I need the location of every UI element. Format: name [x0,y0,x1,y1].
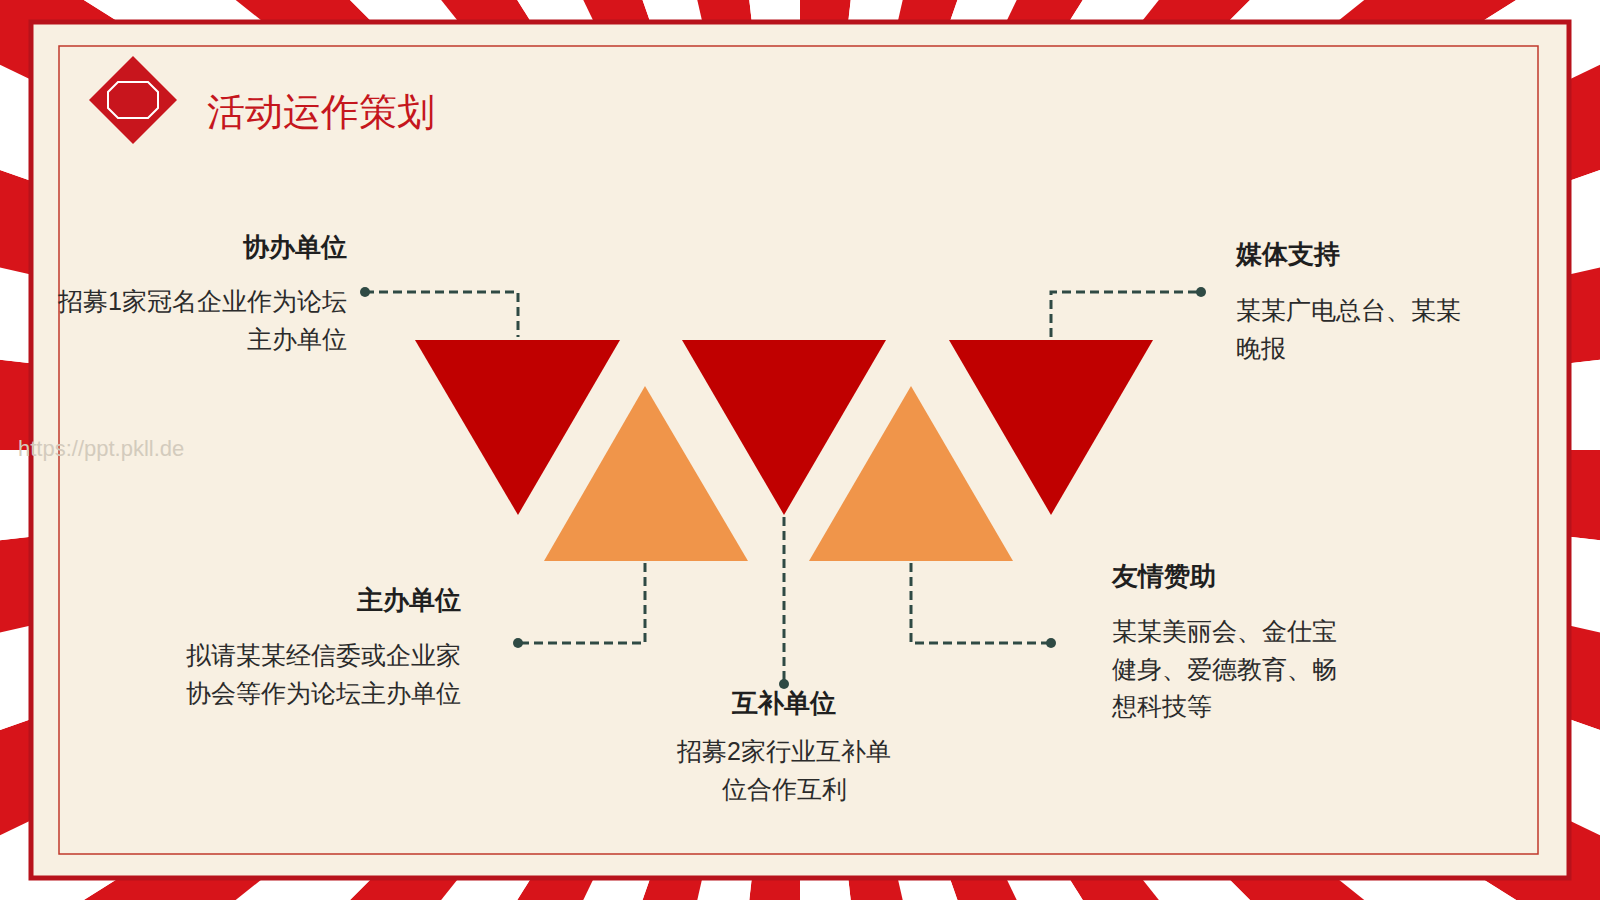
group-heading: 友情赞助 [1112,561,1412,592]
leader-dot [779,679,789,689]
group-heading: 协办单位 [47,232,347,263]
triangles [415,340,1153,561]
group-body: 某某美丽会、金仕宝健身、爱德教育、畅想科技等 [1112,613,1352,726]
slide-title: 活动运作策划 [207,90,435,136]
watermark: https://ppt.pkll.de [18,436,318,462]
icon-diamond [89,56,177,144]
leader-dot [360,287,370,297]
group-body: 招募1家冠名企业作为论坛主办单位 [57,283,347,358]
paper-panel [31,22,1569,878]
leader-line [1051,292,1201,337]
leader-line [911,563,1051,643]
group-heading: 互补单位 [634,688,934,719]
group-heading: 主办单位 [161,585,461,616]
red-triangle [949,340,1153,515]
group-body: 拟请某某经信委或企业家协会等作为论坛主办单位 [171,637,461,712]
title-icon [89,56,177,144]
leader-line [783,517,786,682]
orange-triangle [809,386,1013,561]
orange-triangle [544,386,748,561]
icon-octagon [108,82,158,118]
leader-dot [1046,638,1056,648]
group-body: 招募2家行业互补单位合作互利 [668,733,900,808]
group-heading: 媒体支持 [1236,239,1536,270]
leader-dot [1196,287,1206,297]
leader-dot [513,638,523,648]
group-body: 某某广电总台、某某晚报 [1236,292,1476,367]
inner-frame [59,46,1538,854]
leader-dots [360,287,1206,689]
leader-lines [365,292,1201,682]
leader-line [518,563,645,643]
leader-line [365,292,518,337]
